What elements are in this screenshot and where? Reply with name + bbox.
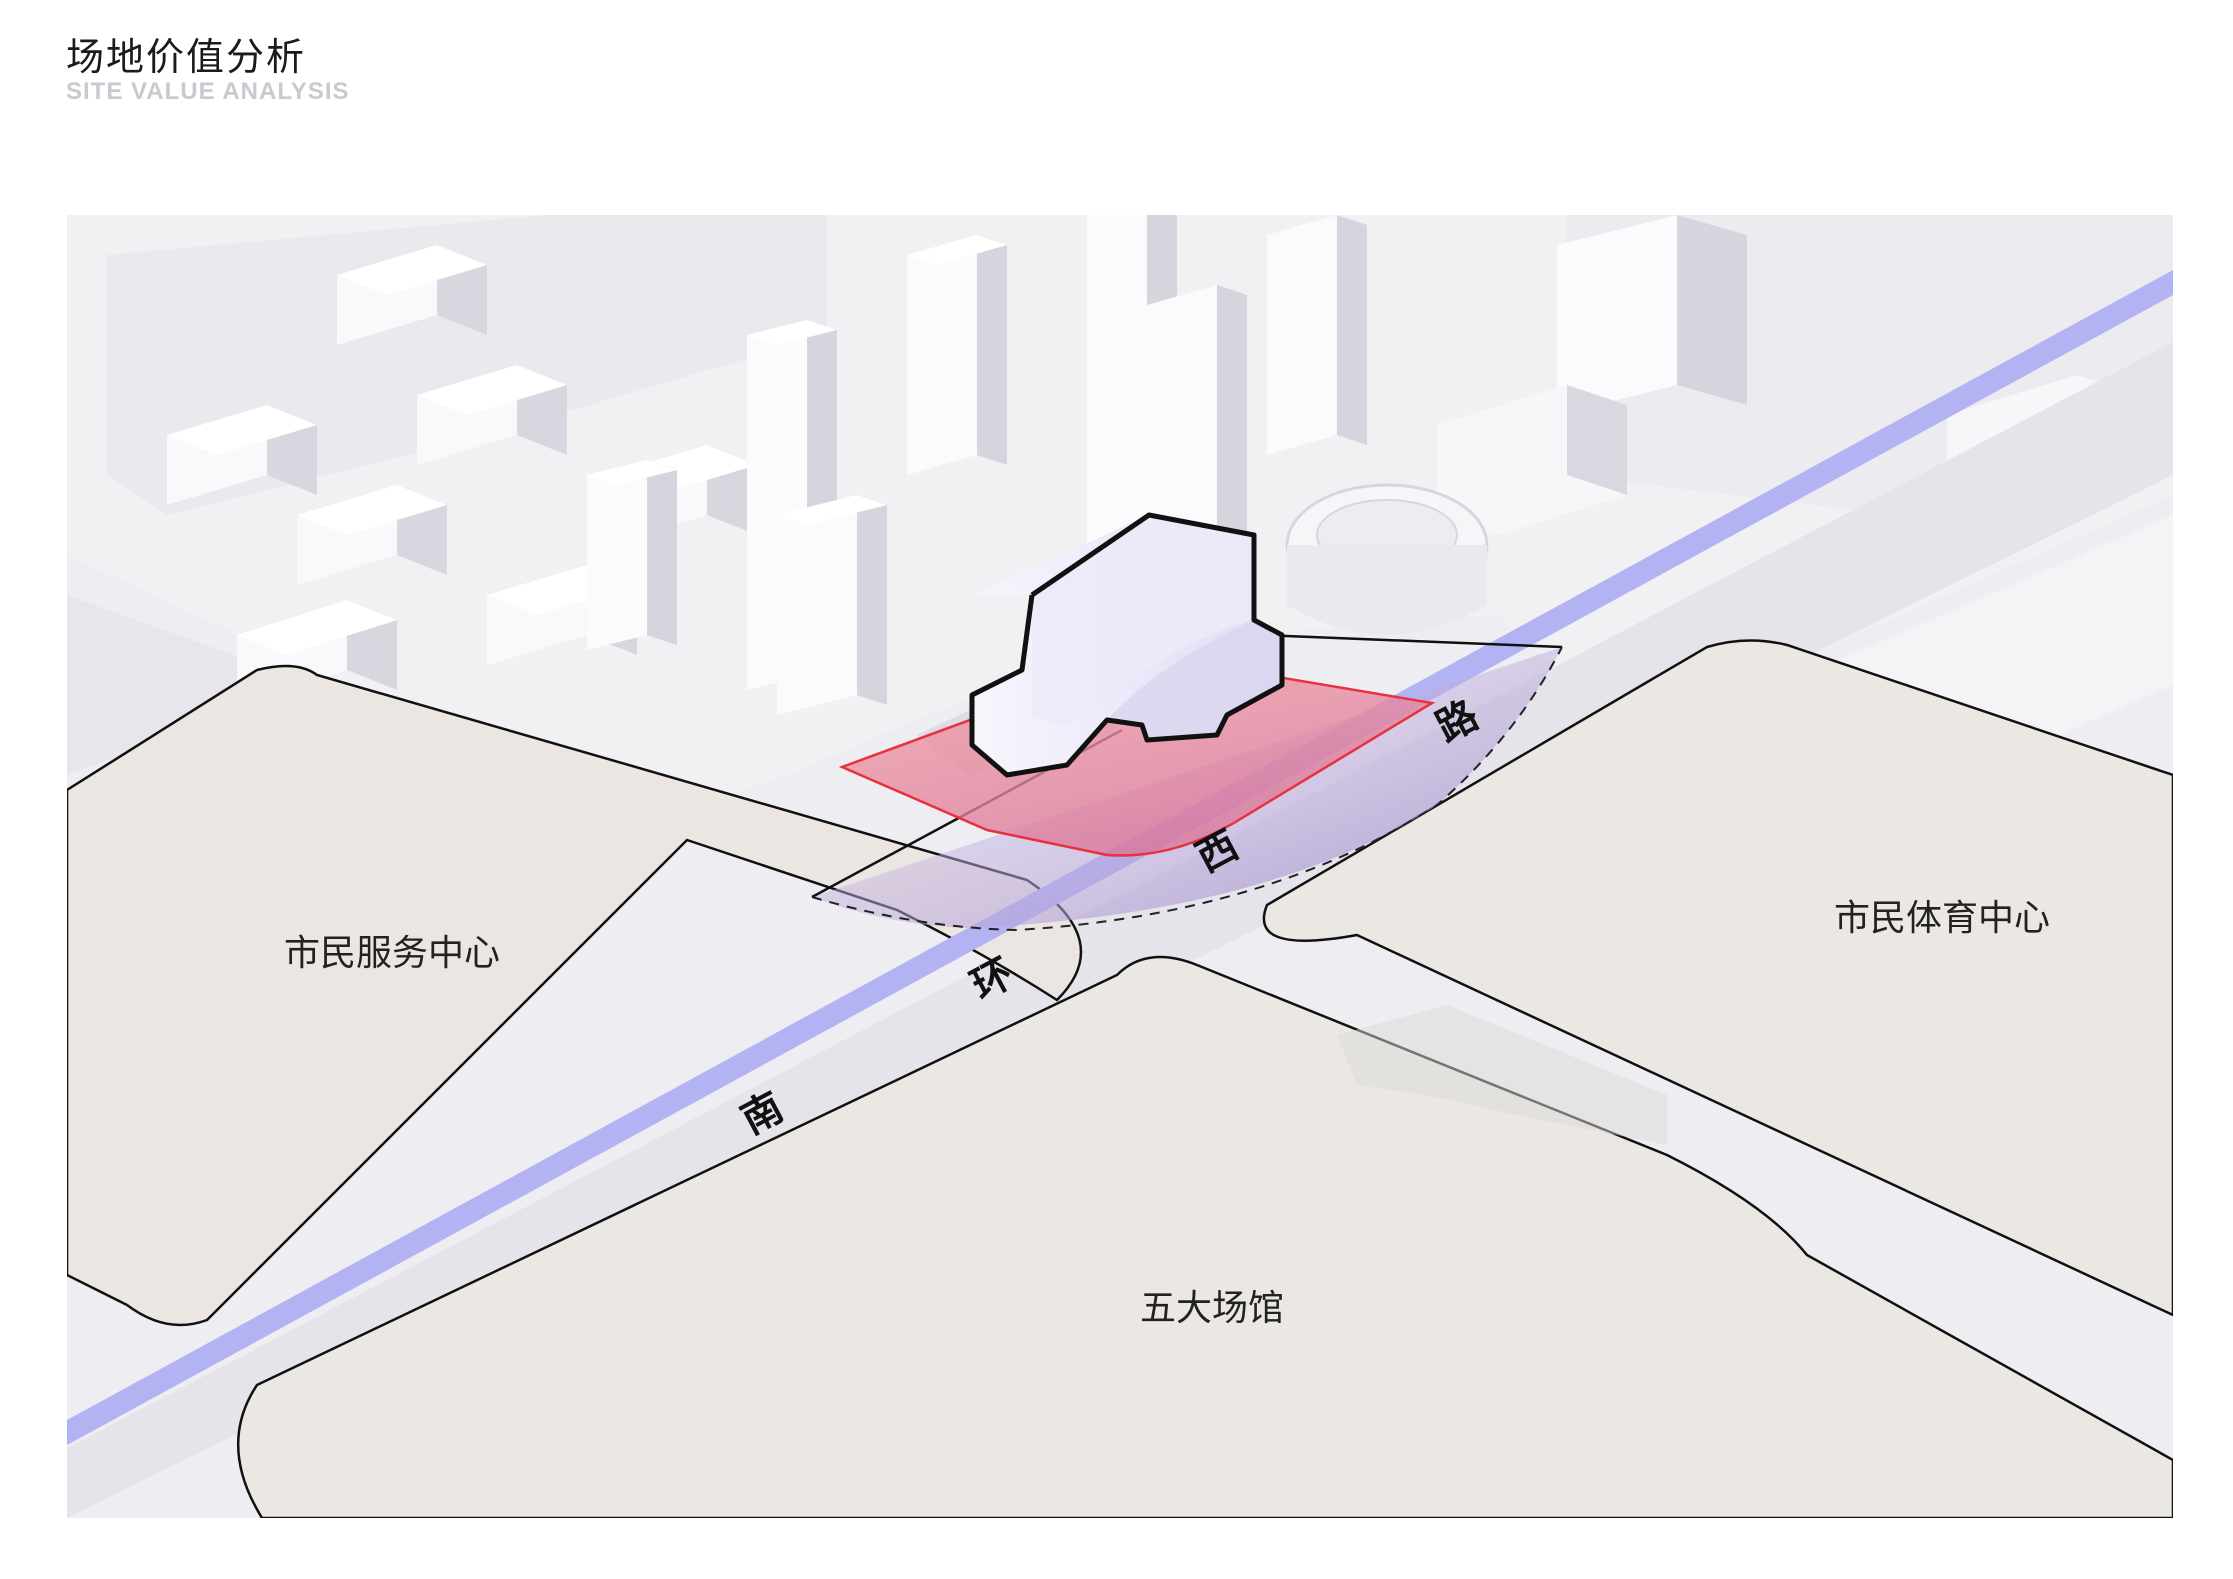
stadium <box>1285 483 1489 635</box>
zone-civic-sports <box>1262 639 2173 1317</box>
context-slab-buildings <box>167 245 757 705</box>
zone-label-civic-sports: 市民体育中心 <box>1834 898 2050 939</box>
site-map-svg: 市民服务中心 市民体育中心 五大场馆 南 环 西 路 <box>67 215 2173 1518</box>
venue-shadow <box>1337 1005 1667 1145</box>
view-cone-edge-right <box>1261 633 1563 649</box>
view-cone-arc <box>811 646 1563 932</box>
zone-label-five-venues: 五大场馆 <box>1140 1288 1284 1329</box>
site-map: 市民服务中心 市民体育中心 五大场馆 南 环 西 路 <box>67 215 2173 1518</box>
page-subtitle: SITE VALUE ANALYSIS <box>66 78 350 105</box>
zone-civic-service <box>67 664 1083 1327</box>
building-massing <box>969 512 1285 778</box>
site-boundary <box>838 653 1436 857</box>
zone-five-venues <box>236 955 2173 1518</box>
zone-label-civic-service: 市民服务中心 <box>284 933 500 974</box>
page-title: 场地价值分析 <box>66 35 307 79</box>
